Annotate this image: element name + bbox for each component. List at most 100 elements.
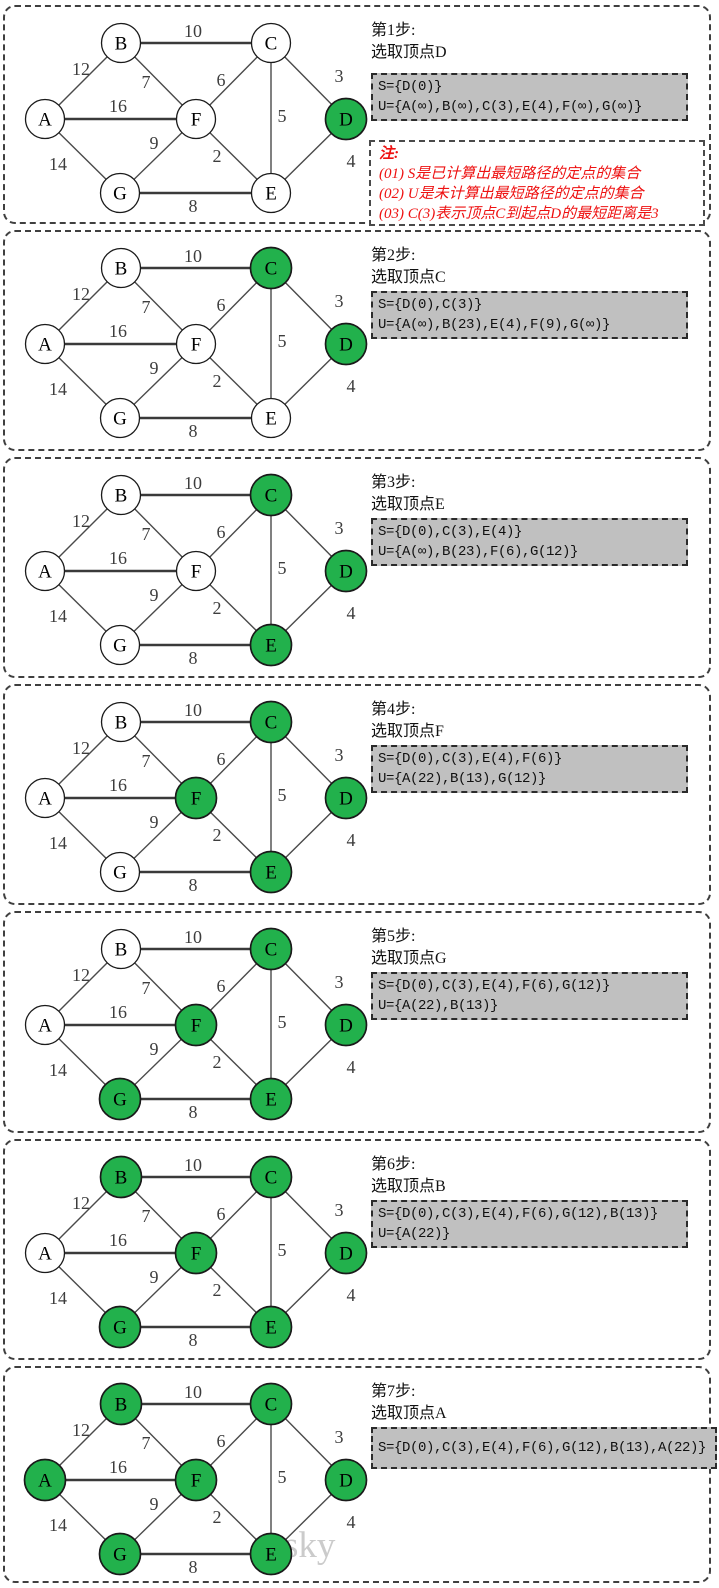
edge-weight-A-G: 14 [49,833,67,853]
node-label-C: C [265,1395,278,1416]
edge-weight-A-B: 12 [72,284,90,304]
node-G [99,851,141,893]
edge-weight-G-E: 8 [189,648,198,668]
edge-weight-A-F: 16 [109,321,127,341]
node-C-selected [249,700,293,744]
node-E-selected [249,1532,293,1576]
node-label-F: F [191,562,202,583]
edge-weight-C-E: 5 [278,1012,287,1032]
edge-weight-F-G: 9 [150,812,159,832]
edge-weight-C-F: 6 [217,976,226,996]
step-title: 第2步: [371,247,416,264]
node-label-A: A [38,1244,52,1265]
set-box: S={D(0),C(3),E(4),F(6),G(12)} U={A(22),B… [371,972,688,1020]
node-label-A: A [38,335,52,356]
node-label-F: F [191,335,202,356]
edge-weight-F-E: 2 [213,598,222,618]
edge-weight-A-F: 16 [109,1230,127,1250]
node-G-selected [98,1532,142,1576]
edge-weight-B-C: 10 [184,246,202,266]
node-label-B: B [115,486,128,507]
edge-weight-C-D: 3 [335,1427,344,1447]
edge-weight-A-G: 14 [49,606,67,626]
node-E-selected [249,1077,293,1121]
edge-weight-C-F: 6 [217,522,226,542]
node-D-selected [324,1231,368,1275]
edge-weight-D-E: 4 [347,1285,356,1305]
node-D-selected [324,322,368,366]
node-label-E: E [265,636,277,657]
edge-weight-F-E: 2 [213,371,222,391]
node-label-D: D [339,1471,353,1492]
step-header: 第7步: 选取顶点A [371,1381,447,1425]
note-title: 注: [379,146,399,162]
node-A [24,98,66,140]
node-B-selected [99,1155,143,1199]
edge-weight-C-F: 6 [217,749,226,769]
edge-weight-D-E: 4 [347,603,356,623]
node-label-E: E [265,1318,277,1339]
edge-weight-A-G: 14 [49,379,67,399]
edge-weight-A-B: 12 [72,965,90,985]
node-B [100,474,142,516]
edge-weight-B-F: 7 [142,751,151,771]
step-header: 第4步: 选取顶点F [371,699,444,743]
node-G-selected [98,1305,142,1349]
node-F-selected [174,1231,218,1275]
s-set-line: S={D(0),C(3),E(4),F(6)} [378,751,563,767]
node-label-G: G [113,1545,127,1566]
node-A [24,1004,66,1046]
node-C-selected [249,1382,293,1426]
edge-weight-C-D: 3 [335,1200,344,1220]
node-label-C: C [265,486,278,507]
panel-right-column: 第6步: 选取顶点B S={D(0),C(3),E(4),F(6),G(12),… [371,1141,717,1358]
step-action: 选取顶点F [371,723,444,740]
edge-weight-B-C: 10 [184,927,202,947]
edge-weight-A-F: 16 [109,775,127,795]
edge-weight-C-D: 3 [335,291,344,311]
node-F-selected [174,1458,218,1502]
node-label-B: B [115,1395,128,1416]
edge-weight-B-C: 10 [184,21,202,41]
node-label-A: A [38,110,52,131]
edge-weight-A-B: 12 [72,1193,90,1213]
u-set-line: U={A(22),B(13)} [378,998,499,1014]
node-B [100,701,142,743]
edge-weight-F-E: 2 [213,146,222,166]
edge-weight-G-E: 8 [189,1102,198,1122]
edge-weight-B-F: 7 [142,1206,151,1226]
node-label-F: F [191,789,202,810]
node-B [100,928,142,970]
node-label-G: G [113,409,127,430]
edge-weight-D-E: 4 [347,376,356,396]
node-label-A: A [38,562,52,583]
step-header: 第1步: 选取顶点D [371,20,447,64]
s-set-line: S={D(0),C(3)} [378,297,483,313]
node-A [24,323,66,365]
edge-weight-A-B: 12 [72,1420,90,1440]
panel-right-column: 第1步: 选取顶点D S={D(0)} U={A(∞),B(∞),C(3),E(… [369,7,717,226]
node-label-G: G [113,184,127,205]
edge-weight-F-G: 9 [150,133,159,153]
edge-weight-C-F: 6 [217,1204,226,1224]
edge-weight-A-B: 12 [72,59,90,79]
set-box: S={D(0)} U={A(∞),B(∞),C(3),E(4),F(∞),G(∞… [371,73,688,121]
edge-weight-C-D: 3 [335,972,344,992]
step-title: 第1步: [371,22,416,39]
edge-weight-C-D: 3 [335,66,344,86]
step-header: 第6步: 选取顶点B [371,1154,446,1198]
node-C-selected [249,246,293,290]
s-set-line: S={D(0),C(3),E(4),F(6),G(12)} [378,978,611,994]
edge-weight-A-B: 12 [72,511,90,531]
node-D-selected [324,1003,368,1047]
edge-weight-B-C: 10 [184,1155,202,1175]
edge-weight-B-F: 7 [142,1433,151,1453]
node-F-selected [174,1003,218,1047]
node-G [99,172,141,214]
node-label-D: D [339,1016,353,1037]
